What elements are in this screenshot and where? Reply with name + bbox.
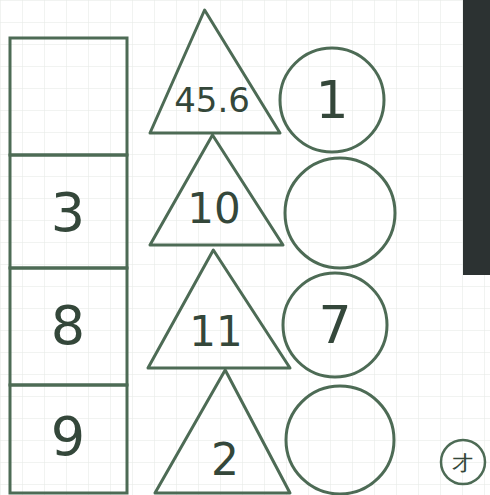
handwritten-number: 45.6 [174,83,250,117]
box-outline [10,155,127,268]
handwritten-number: 8 [51,299,85,353]
number-box: 9 [10,385,127,493]
handwritten-number: 9 [51,410,85,464]
empty-circle [285,158,395,268]
handwritten-number: 3 [51,186,85,240]
photo-edge [463,0,490,275]
handwritten-number: 2 [211,438,239,482]
number-box: 8 [10,268,127,385]
triangle-box: 45.6 [150,10,280,133]
box-outline [10,385,127,493]
handwritten-number: 7 [318,299,351,351]
triangle-box: 2 [155,370,290,493]
circle-outline [280,48,384,152]
empty-circle [286,386,394,494]
circle-box: 7 [283,273,387,377]
triangle-outline [150,10,280,133]
triangle-box: 11 [148,250,290,368]
circle-box: 1 [280,48,384,152]
circled-mark: オ [441,440,485,484]
number-box: 3 [10,155,127,268]
handwritten-number: オ [451,450,476,474]
triangle-outline [155,370,290,493]
box-outline [10,268,127,385]
triangle-outline [148,250,290,368]
circle-outline [441,440,485,484]
triangle-box: 10 [150,135,283,245]
handwritten-number: 1 [315,74,348,126]
handwritten-number: 11 [189,311,242,353]
triangle-outline [150,135,283,245]
handwritten-number: 10 [187,188,240,230]
empty-box [10,38,127,155]
circle-outline [283,273,387,377]
